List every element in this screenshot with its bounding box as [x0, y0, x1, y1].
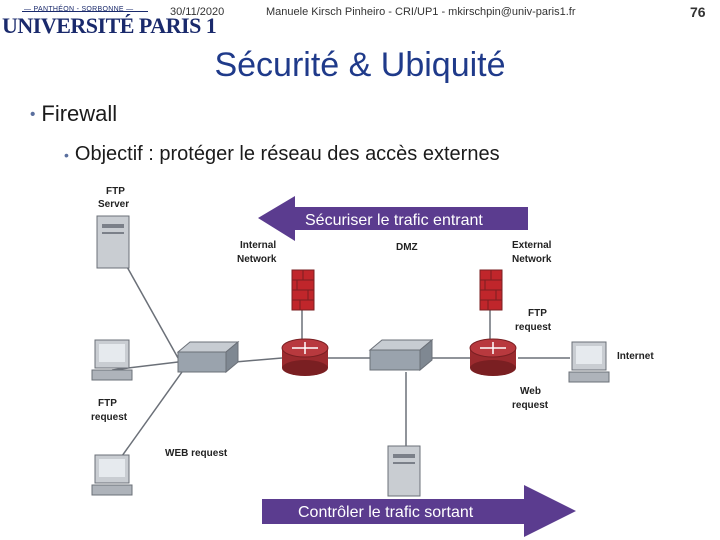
arrow-outgoing	[262, 485, 576, 537]
label-dmz: DMZ	[396, 242, 418, 253]
logo-rule	[22, 11, 148, 12]
router-icon	[281, 338, 329, 376]
page-number: 76	[690, 4, 706, 20]
arrow-incoming-label: Sécuriser le trafic entrant	[305, 212, 483, 229]
label-internet: Internet	[617, 351, 654, 362]
router-icon	[469, 338, 517, 376]
slide-author: Manuele Kirsch Pinheiro - CRI/UP1 - mkir…	[266, 6, 576, 18]
label-ftp-request-right-2: request	[515, 322, 552, 333]
university-logo: — PANTHÉON - SORBONNE — UNIVERSITÉ PARIS…	[0, 0, 217, 44]
bullet-level2-text: Objectif : protéger le réseau des accès …	[74, 143, 500, 165]
label-web-request-right-1: Web	[520, 386, 541, 397]
label-internal-network-1: Internal	[240, 240, 276, 251]
switch-icon	[176, 340, 240, 374]
label-ftp-request-right-1: FTP	[528, 308, 547, 319]
bullet-dot: •	[30, 106, 36, 124]
firewall-icon	[479, 269, 503, 311]
bullet-level1: • Firewall	[30, 101, 117, 127]
label-ftp-server-1: FTP	[106, 186, 125, 197]
bullet-level2: • Objectif : protéger le réseau des accès…	[64, 143, 500, 166]
slide-date: 30/11/2020	[170, 6, 225, 18]
label-web-request-left: WEB request	[165, 448, 228, 459]
bullet-dot: •	[64, 146, 69, 163]
label-ftp-server-2: Server	[98, 199, 129, 210]
slide-title: Sécurité & Ubiquité	[214, 46, 506, 84]
server-icon	[96, 215, 130, 269]
label-external-network-2: Network	[512, 254, 552, 265]
firewall-icon	[291, 269, 315, 311]
workstation-icon	[91, 454, 133, 496]
logo-subtitle: — PANTHÉON - SORBONNE —	[24, 6, 134, 13]
logo-wordmark: UNIVERSITÉ PARIS 1	[2, 13, 217, 38]
bullet-level1-text: Firewall	[41, 101, 118, 126]
switch-icon	[368, 338, 434, 372]
workstation-icon	[91, 339, 133, 381]
workstation-icon	[568, 341, 610, 383]
network-links	[111, 239, 570, 471]
label-web-request-right-2: request	[512, 400, 549, 411]
label-ftp-request-left-2: request	[91, 412, 128, 423]
label-external-network-1: External	[512, 240, 552, 251]
server-icon	[387, 445, 421, 497]
arrow-incoming	[258, 196, 528, 241]
label-ftp-request-left-1: FTP	[98, 398, 117, 409]
arrow-outgoing-label: Contrôler le trafic sortant	[298, 504, 474, 521]
label-internal-network-2: Network	[237, 254, 277, 265]
